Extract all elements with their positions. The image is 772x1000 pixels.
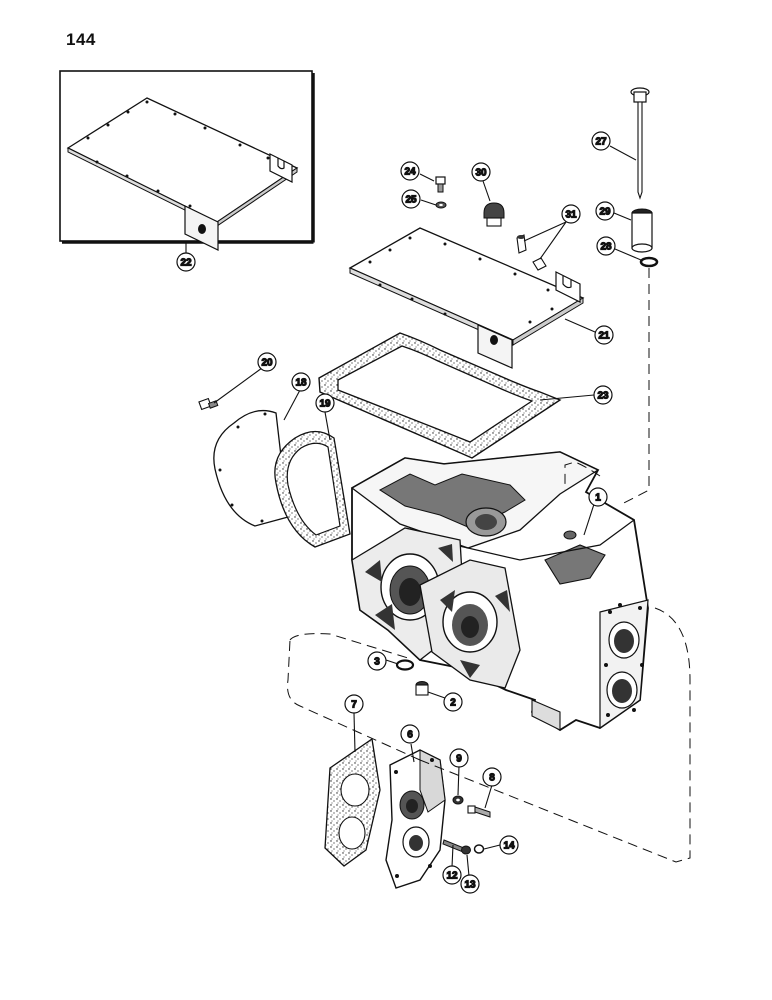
- side-cover-18: [213, 409, 289, 527]
- callout-label: 20: [261, 358, 273, 369]
- callout-28: 28: [596, 236, 616, 256]
- callout-20: 20: [257, 352, 277, 372]
- callout-8: 8: [482, 767, 502, 787]
- front-gasket-7: [324, 737, 381, 867]
- leader-lines: [185, 145, 642, 877]
- transmission-housing-1: [350, 451, 649, 732]
- callout-label: 27: [595, 137, 607, 148]
- callout-21: 21: [594, 325, 614, 345]
- fittings-31: [516, 234, 547, 271]
- washer-14: [473, 844, 485, 854]
- tube-29: [631, 208, 653, 253]
- callout-label: 13: [464, 880, 476, 891]
- callout-18: 18: [291, 372, 311, 392]
- top-gasket-23: [318, 332, 562, 459]
- side-gasket-19: [274, 430, 351, 548]
- callout-label: 25: [405, 195, 417, 206]
- callout-label: 22: [180, 258, 192, 269]
- assembly-lines: [287, 268, 691, 863]
- callout-25: 25: [401, 189, 421, 209]
- screw-20: [198, 397, 219, 411]
- callout-6: 6: [400, 724, 420, 744]
- callout-7: 7: [344, 694, 364, 714]
- callout-label: 9: [456, 754, 462, 765]
- breather-plug-30: [483, 202, 505, 227]
- callout-14: 14: [499, 835, 519, 855]
- callout-label: 23: [597, 391, 609, 402]
- callout-label: 7: [351, 700, 357, 711]
- callout-3: 3: [367, 651, 387, 671]
- callout-label: 8: [489, 773, 495, 784]
- callout-label: 2: [450, 698, 456, 709]
- callout-label: 19: [319, 399, 331, 410]
- callout-label: 28: [600, 242, 612, 253]
- front-cover-6: [385, 749, 446, 889]
- inset-box: [59, 70, 315, 251]
- callout-31: 31: [561, 204, 581, 224]
- screw-24: [435, 176, 446, 193]
- callout-label: 29: [599, 207, 611, 218]
- callout-label: 30: [475, 168, 487, 179]
- callout-1: 1: [588, 487, 608, 507]
- callout-label: 6: [407, 730, 413, 741]
- callout-2: 2: [443, 692, 463, 712]
- callout-27: 27: [591, 131, 611, 151]
- washer-3: [395, 659, 415, 671]
- callout-29: 29: [595, 201, 615, 221]
- washer-25: [435, 201, 447, 209]
- callout-23: 23: [593, 385, 613, 405]
- seal-28: [639, 256, 659, 268]
- callout-label: 24: [404, 167, 416, 178]
- callout-9: 9: [449, 748, 469, 768]
- page-number: 144: [66, 30, 96, 49]
- callout-label: 18: [295, 378, 307, 389]
- callout-30: 30: [471, 162, 491, 182]
- nut-13: [461, 845, 471, 855]
- callout-label: 14: [503, 841, 515, 852]
- callout-12: 12: [442, 865, 462, 885]
- top-cover-plate: [348, 227, 585, 369]
- callout-label: 3: [374, 657, 380, 668]
- callout-19: 19: [315, 393, 335, 413]
- callout-label: 1: [595, 493, 601, 504]
- callout-24: 24: [400, 161, 420, 181]
- dipstick-27: [630, 87, 650, 200]
- plug-2: [415, 681, 429, 696]
- inset-cover-plate: [66, 97, 299, 251]
- callout-22: 22: [176, 252, 196, 272]
- nut-9: [452, 795, 464, 805]
- bolt-8: [467, 805, 491, 818]
- callouts: 1 2 3 6 7 8 9 12 13 14 18 19 20 21 22 23…: [176, 131, 616, 894]
- callout-label: 12: [446, 871, 458, 882]
- callout-label: 21: [598, 331, 610, 342]
- callout-label: 31: [565, 210, 577, 221]
- callout-13: 13: [460, 874, 480, 894]
